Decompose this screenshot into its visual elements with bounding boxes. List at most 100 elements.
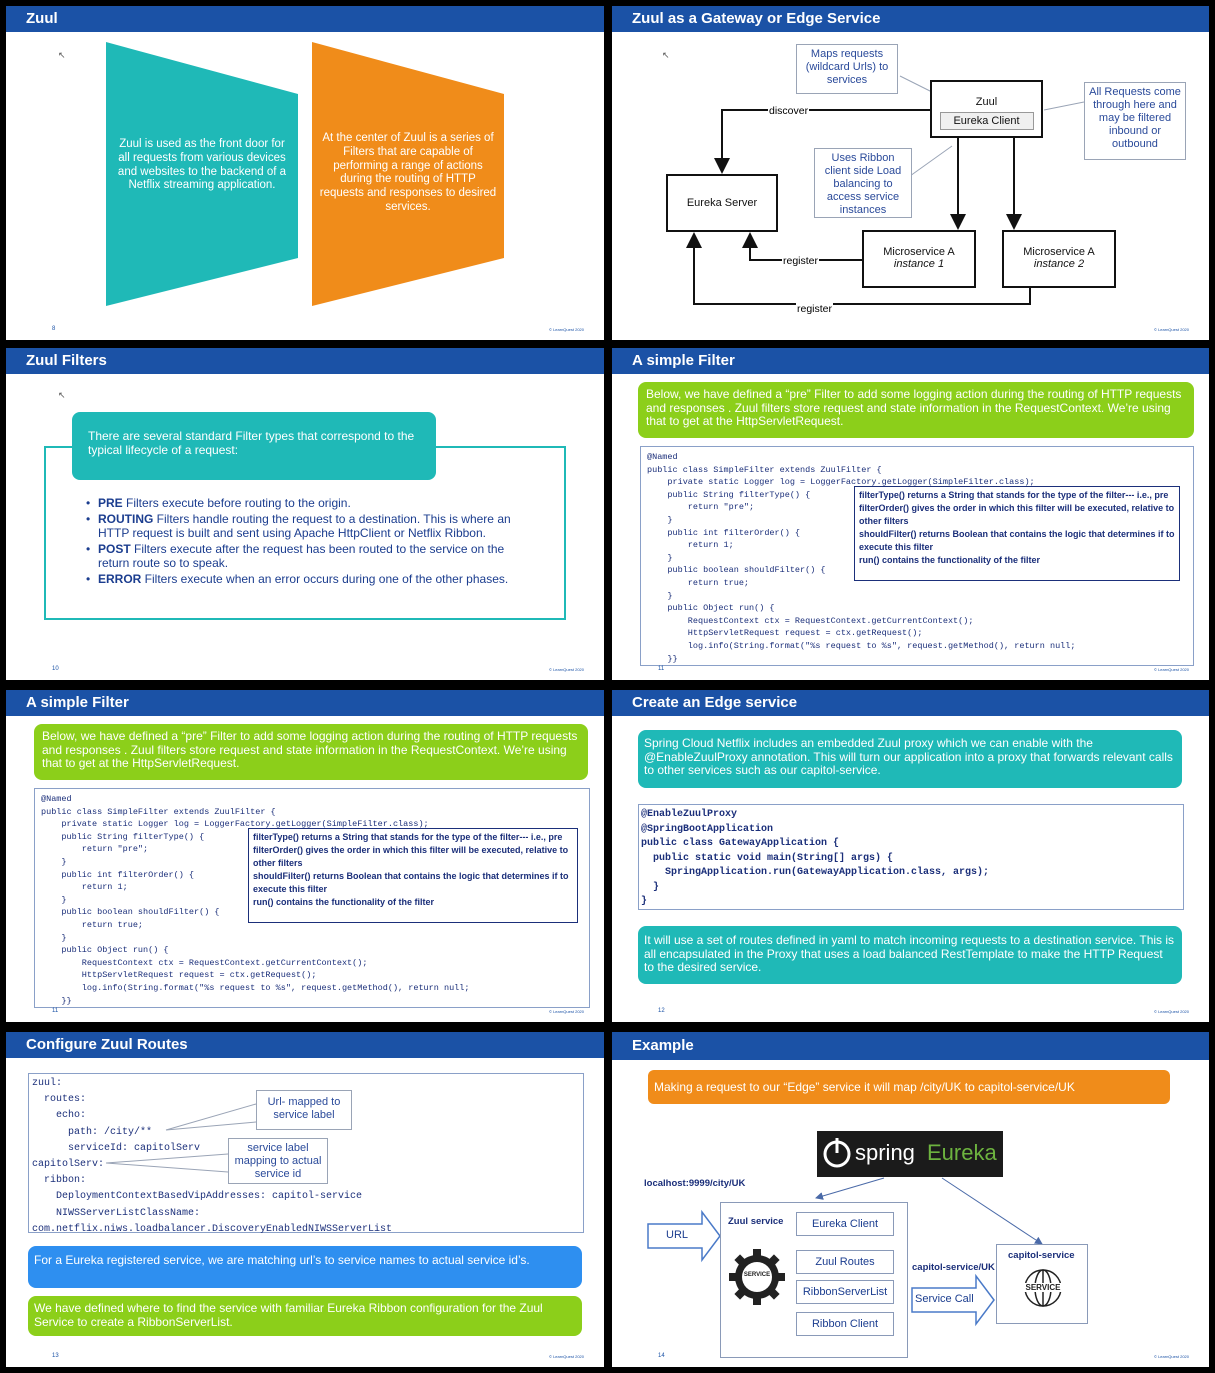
logo-spring-word: spring <box>855 1140 915 1165</box>
service-call-label: Service Call <box>915 1293 974 1305</box>
microservice-instance-2-box: Microservice A instance 2 <box>1002 230 1116 288</box>
ribbon-server-list-box: RibbonServerList <box>796 1280 894 1304</box>
ms1-label: Microservice A <box>883 246 955 258</box>
capitol-path-label: capitol-service/UK <box>912 1262 995 1273</box>
eureka-client-box: Eureka Client <box>796 1212 894 1236</box>
note-run: run() contains the functionality of the … <box>253 897 434 907</box>
globe-service-icon <box>1024 1269 1062 1307</box>
note-filtertype: filterType() returns a String that stand… <box>859 490 1169 500</box>
java-code: @EnableZuulProxy @SpringBootApplication … <box>641 809 990 907</box>
simple-filter-intro: Below, we have defined a “pre” Filter to… <box>34 724 588 780</box>
list-item: POST Filters execute after the request h… <box>86 542 526 570</box>
ribbon-config-note: We have defined where to find the servic… <box>28 1296 582 1336</box>
page-number: 11 <box>52 1008 59 1014</box>
note-shouldfilter: shouldFilter() returns Boolean that cont… <box>253 871 569 894</box>
eureka-registered-note: For a Eureka registered service, we are … <box>28 1246 582 1288</box>
filters-intro: There are several standard Filter types … <box>72 412 436 480</box>
service-label-callout: service label mapping to actual service … <box>228 1138 328 1184</box>
cursor-icon: ↖ <box>58 390 66 400</box>
register-label-2: register <box>796 303 834 315</box>
filter-types-list: PRE Filters execute before routing to th… <box>86 496 526 588</box>
register-label-1: register <box>782 255 820 267</box>
yaml-code: zuul: routes: echo: path: /city/** servi… <box>32 1078 393 1235</box>
ribbon-client-box: Ribbon Client <box>796 1312 894 1336</box>
all-requests-callout: All Requests come through here and may b… <box>1084 82 1186 160</box>
ms1-instance: instance 1 <box>893 258 945 270</box>
zuul-service-label: Zuul service <box>728 1216 784 1227</box>
spring-eureka-logo: spring Eureka <box>817 1131 1003 1177</box>
slide-title: A simple Filter <box>6 690 604 716</box>
maps-requests-callout: Maps requests (wildcard Urls) to service… <box>796 44 898 94</box>
ms2-instance: instance 2 <box>1033 258 1085 270</box>
slide-zuul: Zuul ↖ Zuul is used as the front door fo… <box>6 6 604 340</box>
zuul-label: Zuul <box>975 96 998 108</box>
page-number: 11 <box>658 666 665 672</box>
note-filterorder: filterOrder() gives the order in which t… <box>253 845 569 868</box>
gear-service-icon <box>729 1249 785 1305</box>
copyright: © LearnQuest 2020 <box>1154 1354 1189 1359</box>
java-code: @Named public class SimpleFilter extends… <box>41 794 470 1006</box>
localhost-url-label: localhost:9999/city/UK <box>644 1178 746 1189</box>
filter-methods-note: filterType() returns a String that stand… <box>248 828 578 923</box>
edge-outro: It will use a set of routes defined in y… <box>638 926 1182 984</box>
filter-methods-note: filterType() returns a String that stand… <box>854 486 1180 581</box>
list-item: ERROR Filters execute when an error occu… <box>86 572 526 586</box>
gateway-diagram-lines <box>686 75 1085 305</box>
copyright: © LearnQuest 2020 <box>549 667 584 672</box>
capitol-service-box <box>996 1244 1088 1324</box>
discover-label: discover <box>768 105 810 117</box>
ribbon-callout: Uses Ribbon client side Load balancing t… <box>814 148 912 218</box>
discover-arrow <box>714 109 930 174</box>
page-number: 13 <box>52 1353 59 1359</box>
zuul-routes-box: Zuul Routes <box>796 1250 894 1274</box>
copyright: © LearnQuest 2020 <box>1154 667 1189 672</box>
list-item: ROUTING Filters handle routing the reque… <box>86 512 526 540</box>
slide-title: Create an Edge service <box>612 690 1209 716</box>
gear-service-text: SERVICE <box>743 1272 771 1278</box>
teal-trapezoid-text: Zuul is used as the front door for all r… <box>117 138 287 192</box>
zuul-box: Zuul Eureka Client <box>930 80 1043 138</box>
java-code: @Named public class SimpleFilter extends… <box>647 452 1076 664</box>
copyright: © LearnQuest 2020 <box>1154 327 1189 332</box>
page-number: 14 <box>658 1353 665 1359</box>
copyright: © LearnQuest 2020 <box>549 1009 584 1014</box>
edge-intro: Spring Cloud Netflix includes an embedde… <box>638 730 1182 788</box>
service-call-arrow-shape <box>911 1273 995 1327</box>
slide-zuul-filters: Zuul Filters ↖ There are several standar… <box>6 348 604 680</box>
list-item: PRE Filters execute before routing to th… <box>86 496 526 510</box>
globe-service-text: SERVICE <box>1017 1283 1069 1292</box>
eureka-server-box: Eureka Server <box>666 174 778 232</box>
slide-simple-filter: A simple Filter Below, we have defined a… <box>612 348 1209 680</box>
slide-simple-filter-copy: A simple Filter Below, we have defined a… <box>6 690 604 1022</box>
slide-title: Example <box>612 1032 1209 1060</box>
slide-title: Zuul <box>6 6 604 32</box>
slide-title: Zuul as a Gateway or Edge Service <box>612 6 1209 32</box>
slide-title: Configure Zuul Routes <box>6 1032 604 1058</box>
capitol-service-label: capitol-service <box>1008 1250 1075 1261</box>
slide-edge-service: Create an Edge service Spring Cloud Netf… <box>612 690 1209 1022</box>
microservice-instance-1-box: Microservice A instance 1 <box>862 230 976 288</box>
orange-trapezoid <box>312 42 504 306</box>
slide-zuul-routes: Configure Zuul Routes zuul: routes: echo… <box>6 1032 604 1367</box>
note-filtertype: filterType() returns a String that stand… <box>253 832 563 842</box>
simple-filter-intro: Below, we have defined a “pre” Filter to… <box>638 382 1194 438</box>
page-number: 8 <box>52 326 56 332</box>
eureka-client-label: Eureka Client <box>939 112 1034 130</box>
url-arrow-shape <box>647 1209 721 1263</box>
slide-title: A simple Filter <box>612 348 1209 374</box>
example-banner: Making a request to our “Edge” service i… <box>648 1070 1170 1104</box>
cursor-icon: ↖ <box>58 50 66 60</box>
example-diagram-lines <box>647 1177 1043 1327</box>
url-arrow-label: URL <box>666 1229 689 1241</box>
slide-title: Zuul Filters <box>6 348 604 374</box>
copyright: © LearnQuest 2020 <box>549 1354 584 1359</box>
page-number: 10 <box>52 666 59 672</box>
cursor-icon: ↖ <box>662 50 670 60</box>
note-run: run() contains the functionality of the … <box>859 555 1040 565</box>
note-shouldfilter: shouldFilter() returns Boolean that cont… <box>859 529 1175 552</box>
slide-example: Example Making a request to our “Edge” s… <box>612 1032 1209 1367</box>
routes-callout-lines <box>105 1103 257 1173</box>
copyright: © LearnQuest 2020 <box>1154 1009 1189 1014</box>
ms2-label: Microservice A <box>1023 246 1095 258</box>
logo-eureka-word: Eureka <box>927 1140 997 1165</box>
